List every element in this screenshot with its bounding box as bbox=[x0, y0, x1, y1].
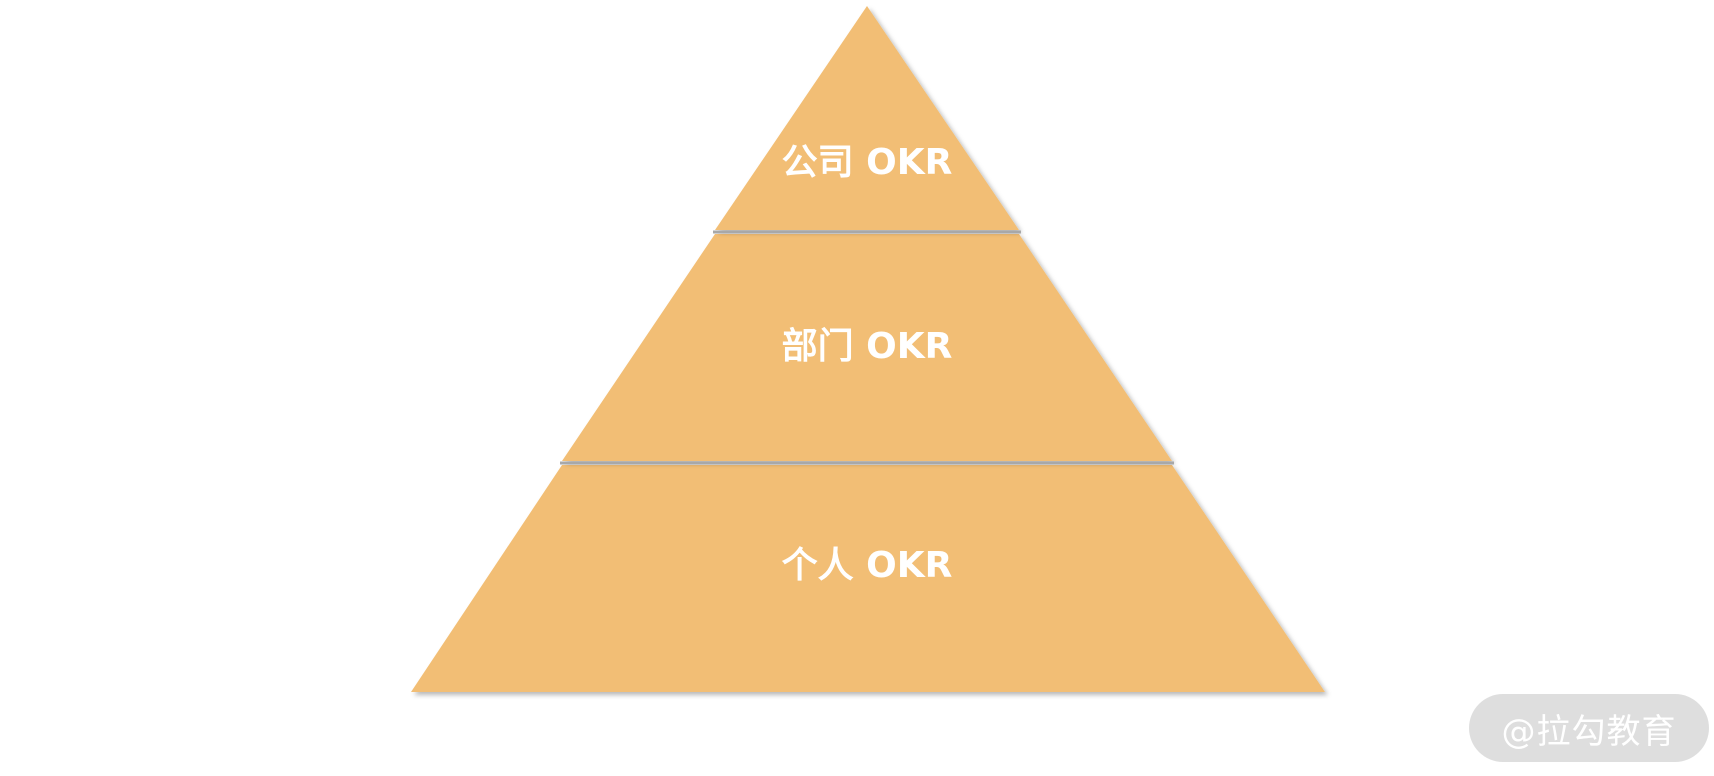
tier-label-company: 公司 OKR bbox=[782, 142, 953, 183]
tier-company bbox=[715, 6, 1019, 230]
tier-individual bbox=[411, 465, 1325, 692]
watermark-badge: @拉勾教育 bbox=[1469, 694, 1709, 762]
tier-label-individual: 个人 OKR bbox=[782, 545, 953, 586]
tier-label-department: 部门 OKR bbox=[782, 326, 953, 367]
watermark-text: @拉勾教育 bbox=[1501, 711, 1677, 752]
tier-department bbox=[562, 234, 1172, 461]
